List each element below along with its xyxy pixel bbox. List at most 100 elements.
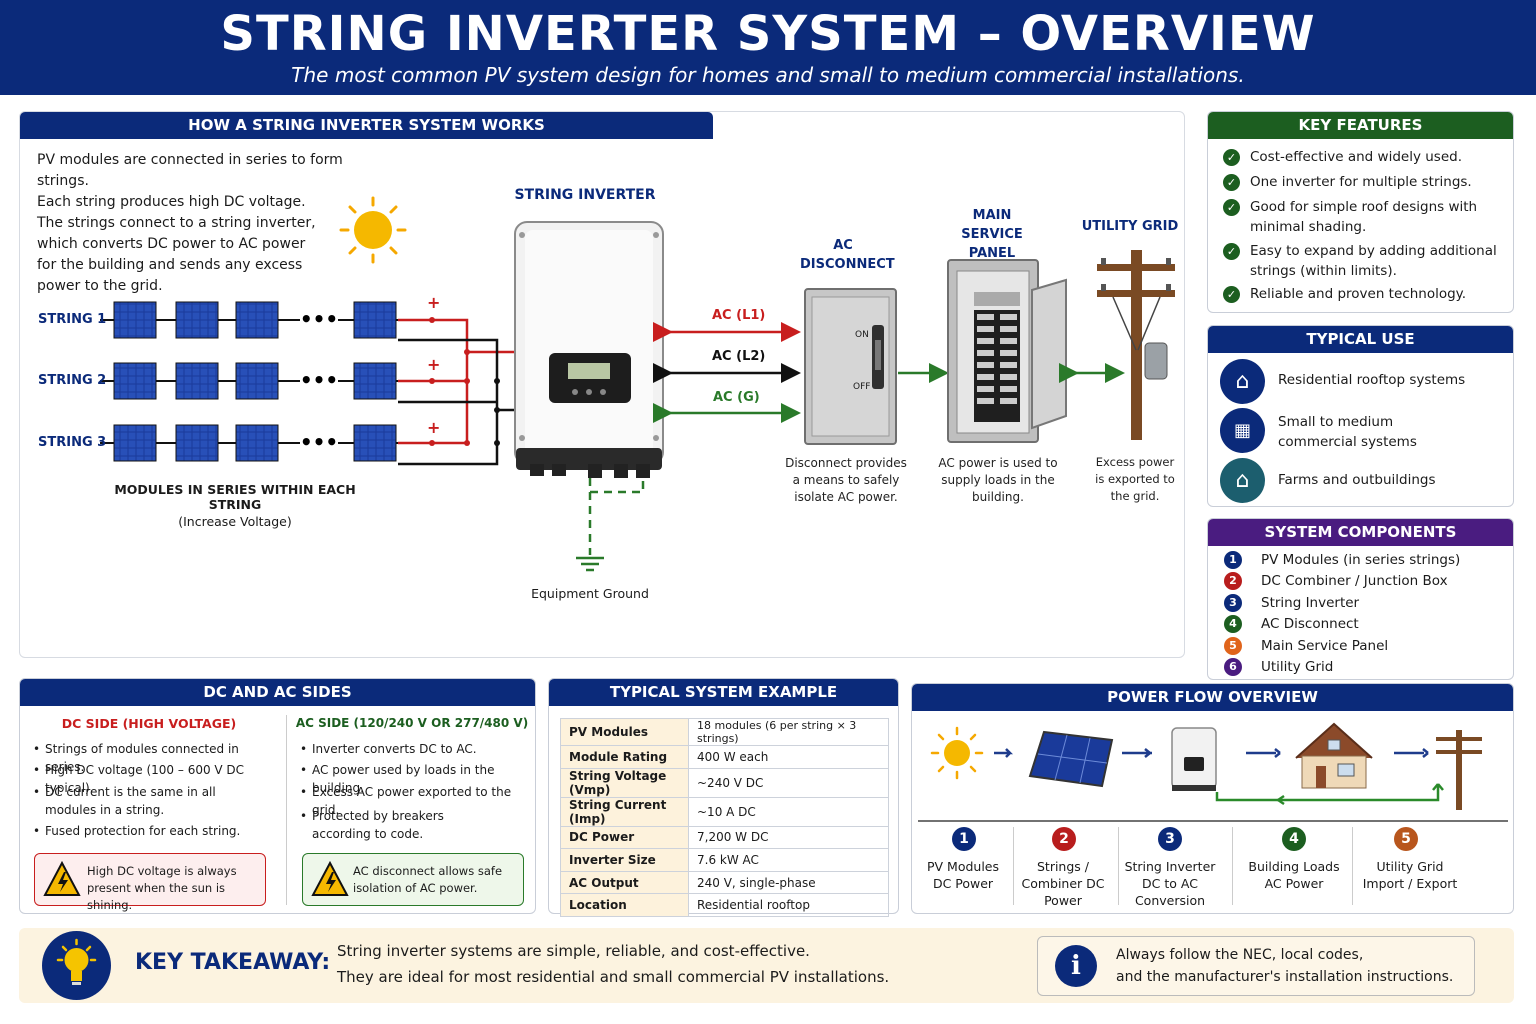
page-header: STRING INVERTER SYSTEM – OVERVIEW The mo… — [0, 0, 1536, 95]
table-value: 18 modules (6 per string × 3 strings) — [688, 718, 889, 746]
component-label: Main Service Panel — [1261, 638, 1389, 654]
dc-warning-box: High DC voltage is always present when t… — [34, 853, 266, 912]
flow-step-number: 2 — [1052, 827, 1076, 851]
check-icon: ✓ — [1223, 199, 1240, 216]
intro-line: power to the grid. — [37, 278, 163, 294]
how-it-works-title: HOW A STRING INVERTER SYSTEM WORKS — [20, 112, 713, 139]
code-note-box: i Always follow the NEC, local codes, an… — [1037, 936, 1475, 996]
house-icon: ⌂ — [1220, 359, 1265, 404]
table-value: ~10 A DC — [688, 796, 889, 827]
feature-text: One inverter for multiple strings. — [1250, 174, 1472, 190]
flow-divider — [1118, 827, 1119, 905]
table-value: ~240 V DC — [688, 767, 889, 798]
intro-line: Each string produces high DC voltage. — [37, 194, 306, 210]
svg-text:•••: ••• — [300, 368, 338, 392]
number-badge: 4 — [1224, 615, 1242, 633]
dc-wiring — [398, 317, 515, 466]
use-item: Farms and outbuildings — [1278, 472, 1436, 488]
ground-wiring — [588, 478, 645, 555]
table-key: DC Power — [560, 825, 689, 850]
table-key: Module Rating — [560, 745, 689, 769]
ac-g-label: AC (G) — [713, 390, 760, 405]
component-label: DC Combiner / Junction Box — [1261, 573, 1448, 589]
ac-l1-label: AC (L1) — [712, 308, 766, 323]
string-1-label: STRING 1 — [38, 312, 107, 327]
table-key: PV Modules — [560, 718, 689, 746]
code-note-line-2: and the manufacturer's installation inst… — [1116, 969, 1454, 985]
flow-step-label: Strings / Combiner DC Power — [1021, 859, 1105, 908]
ac-item: Inverter converts DC to AC. — [300, 740, 530, 758]
check-icon: ✓ — [1223, 149, 1240, 166]
flow-divider — [1232, 827, 1233, 905]
service-panel-caption: AC power is used to supply loads in the … — [938, 456, 1058, 504]
dc-warning-text: High DC voltage is always present when t… — [87, 864, 237, 912]
number-badge: 1 — [1224, 551, 1242, 569]
takeaway-line-1: String inverter systems are simple, reli… — [337, 942, 810, 960]
flow-step-number: 5 — [1394, 827, 1418, 851]
string-inverter-icon — [514, 221, 664, 478]
number-badge: 2 — [1224, 572, 1242, 590]
system-diagram: ••• ••• ••• — [100, 196, 1175, 572]
key-features-panel: KEY FEATURES ✓Cost-effective and widely … — [1207, 111, 1514, 313]
divider — [286, 715, 287, 905]
key-features-title: KEY FEATURES — [1208, 112, 1513, 139]
table-key: Location — [560, 893, 689, 917]
ac-l2-label: AC (L2) — [712, 349, 766, 364]
typical-use-title: TYPICAL USE — [1208, 326, 1513, 353]
info-icon: i — [1055, 945, 1097, 987]
component-label: Utility Grid — [1261, 659, 1334, 675]
dc-item: Fused protection for each string. — [33, 822, 278, 840]
dc-ac-sides-panel: DC AND AC SIDES DC SIDE (HIGH VOLTAGE) S… — [19, 678, 536, 914]
feature-item: ✓Cost-effective and widely used. — [1223, 147, 1462, 167]
component-label: PV Modules (in series strings) — [1261, 552, 1461, 568]
barn-icon: ⌂ — [1220, 458, 1265, 503]
flow-divider — [1013, 827, 1014, 905]
page-title: STRING INVERTER SYSTEM – OVERVIEW — [220, 6, 1316, 62]
table-value: 7.6 kW AC — [688, 848, 889, 872]
intro-line: which converts DC power to AC power — [37, 236, 306, 252]
flow-step-label: String Inverter DC to AC Conversion — [1124, 859, 1216, 908]
ac-side-title: AC SIDE (120/240 V OR 277/480 V) — [295, 716, 529, 730]
flow-house-icon — [1295, 722, 1373, 789]
sun-icon — [339, 196, 407, 264]
ac-warning-text: AC disconnect allows safe isolation of A… — [353, 864, 503, 895]
flow-divider — [1352, 827, 1353, 905]
plus-sign-3: + — [427, 418, 441, 437]
power-flow-panel: POWER FLOW OVERVIEW — [911, 683, 1514, 914]
table-key: AC Output — [560, 870, 689, 895]
string-row-2: ••• — [100, 362, 400, 400]
utility-grid-caption: Excess power is exported to the grid. — [1095, 455, 1175, 503]
lightbulb-icon — [42, 931, 111, 1000]
check-icon: ✓ — [1223, 286, 1240, 303]
power-flow-title: POWER FLOW OVERVIEW — [912, 684, 1513, 711]
component-item: 1 PV Modules (in series strings) — [1224, 550, 1460, 570]
feature-text: Easy to expand by adding additional stri… — [1250, 243, 1497, 279]
use-item: Small to medium commercial systems — [1278, 414, 1417, 450]
main-service-panel-icon — [947, 259, 1067, 443]
feature-item: ✓One inverter for multiple strings. — [1223, 172, 1472, 192]
disconnect-off-label: OFF — [853, 382, 871, 392]
table-value: Residential rooftop — [688, 893, 889, 917]
plus-sign-1: + — [427, 293, 441, 312]
feature-text: Good for simple roof designs with minima… — [1250, 199, 1478, 235]
modules-caption-sub: (Increase Voltage) — [178, 514, 292, 529]
inverter-label: STRING INVERTER — [514, 187, 656, 203]
component-label: String Inverter — [1261, 595, 1360, 611]
disconnect-caption: Disconnect provides a means to safely is… — [785, 456, 907, 504]
page-subtitle: The most common PV system design for hom… — [291, 63, 1245, 87]
flow-step-number: 1 — [952, 827, 976, 851]
string-row-3: ••• — [100, 424, 400, 462]
warning-icon — [311, 861, 349, 896]
service-panel-label: MAIN SERVICE PANEL — [961, 208, 1023, 261]
system-example-title: TYPICAL SYSTEM EXAMPLE — [549, 679, 898, 706]
table-value: 400 W each — [688, 745, 889, 769]
table-value: 240 V, single-phase — [688, 870, 889, 895]
ground-label: Equipment Ground — [531, 586, 649, 601]
